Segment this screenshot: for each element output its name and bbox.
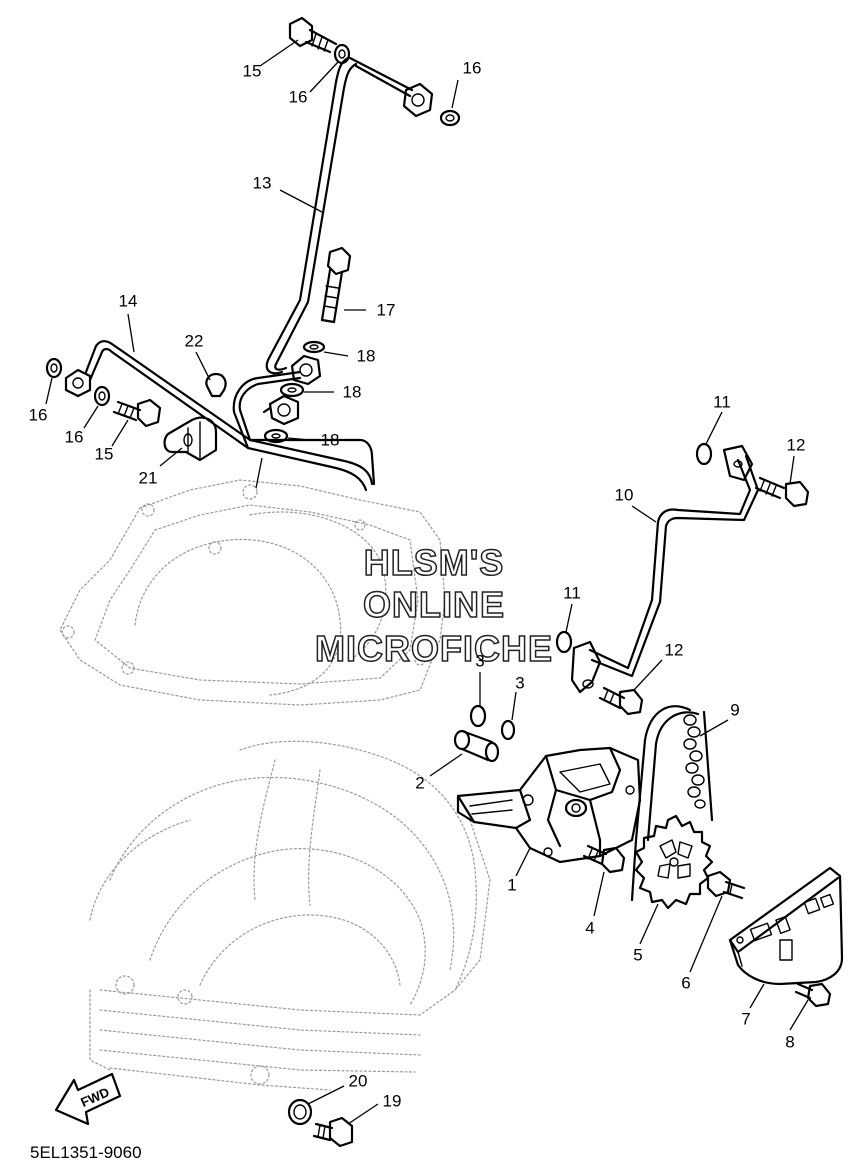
union-bolt-15-left: [112, 398, 162, 428]
washer-16-left-lower: [93, 385, 111, 407]
crankcase-outline: [89, 740, 491, 1091]
watermark: HLSM'S ONLINE MICROFICHE: [314, 541, 553, 670]
callout-18-middle: 18: [343, 382, 362, 401]
oil-pump-assembly-1: [456, 746, 642, 864]
callout-14: 14: [119, 291, 138, 310]
callout-9: 9: [730, 700, 739, 719]
callout-15-left: 15: [95, 444, 114, 463]
sprocket-cover-7: [728, 866, 844, 986]
callout-15-top: 15: [243, 61, 262, 80]
callout-1: 1: [507, 875, 516, 894]
clip-22: [205, 372, 227, 398]
watermark-line-2: ONLINE: [363, 584, 505, 625]
watermark-line-3: MICROFICHE: [315, 628, 553, 669]
callout-12-lower: 12: [665, 640, 684, 659]
callout-16-top-right: 16: [463, 58, 482, 77]
watermark-line-1: HLSM'S: [364, 542, 505, 583]
callout-21: 21: [139, 468, 158, 487]
dowel-pin-2: [453, 729, 500, 763]
bolt-4: [582, 844, 626, 874]
o-ring-3-left: [469, 704, 487, 728]
drive-chain-9: [630, 705, 714, 902]
bolt-6: [706, 870, 746, 900]
washer-18-middle: [279, 382, 305, 398]
gasket-20: [287, 1098, 313, 1126]
callout-5: 5: [633, 945, 642, 964]
union-fitting-14: [268, 394, 300, 426]
drain-plug-19: [312, 1116, 354, 1148]
callout-11-lower: 11: [563, 583, 581, 602]
bolt-12-lower: [598, 686, 644, 716]
callout-10: 10: [615, 485, 634, 504]
o-ring-11-upper: [695, 442, 713, 466]
callout-numbers: 15 16 16 13 17 18 18 18 14 22 16 16 15 2…: [29, 58, 806, 1110]
callout-8: 8: [785, 1032, 794, 1051]
pipe-clamp-21: [163, 416, 218, 462]
union-bolt-15-top: [288, 16, 338, 54]
cylinder-head-outline: [59, 479, 446, 706]
callout-13: 13: [253, 173, 272, 192]
leader-lines: [45, 39, 809, 1125]
oil-delivery-pipe-14: [64, 340, 376, 492]
callout-6: 6: [681, 973, 690, 992]
o-ring-3-right: [500, 719, 516, 741]
callout-22: 22: [185, 331, 204, 350]
washer-16-top-left: [333, 43, 351, 65]
callout-20: 20: [349, 1071, 368, 1090]
union-bolt-17: [320, 246, 352, 324]
callout-3-left: 3: [475, 651, 484, 670]
callout-18-upper: 18: [357, 346, 376, 365]
oil-pipe-10: [570, 444, 760, 694]
callout-16-left-lower: 16: [65, 427, 84, 446]
diagram-code: 5EL1351-9060: [30, 1143, 142, 1162]
washer-16-left-upper: [45, 357, 63, 379]
callout-7: 7: [741, 1009, 750, 1028]
callout-16-top-left: 16: [289, 87, 308, 106]
callout-4: 4: [585, 918, 594, 937]
washer-18-upper: [302, 340, 326, 354]
bolt-12-upper: [754, 476, 810, 508]
callout-12-upper: 12: [787, 435, 806, 454]
o-ring-11-lower: [555, 630, 573, 654]
washer-18-lower: [263, 428, 289, 444]
forward-direction-arrow: FWD: [54, 1072, 122, 1126]
callout-11-upper: 11: [713, 392, 731, 411]
callout-17: 17: [377, 300, 396, 319]
callout-2: 2: [415, 773, 424, 792]
bolt-8: [794, 982, 832, 1008]
union-fitting-13-bottom: [290, 354, 322, 386]
callout-18-lower: 18: [321, 430, 340, 449]
sprocket-5: [634, 814, 714, 910]
callout-3-right: 3: [515, 673, 524, 692]
washer-16-top-right: [439, 109, 461, 127]
callout-19: 19: [383, 1091, 402, 1110]
callout-16-left-upper: 16: [29, 405, 48, 424]
